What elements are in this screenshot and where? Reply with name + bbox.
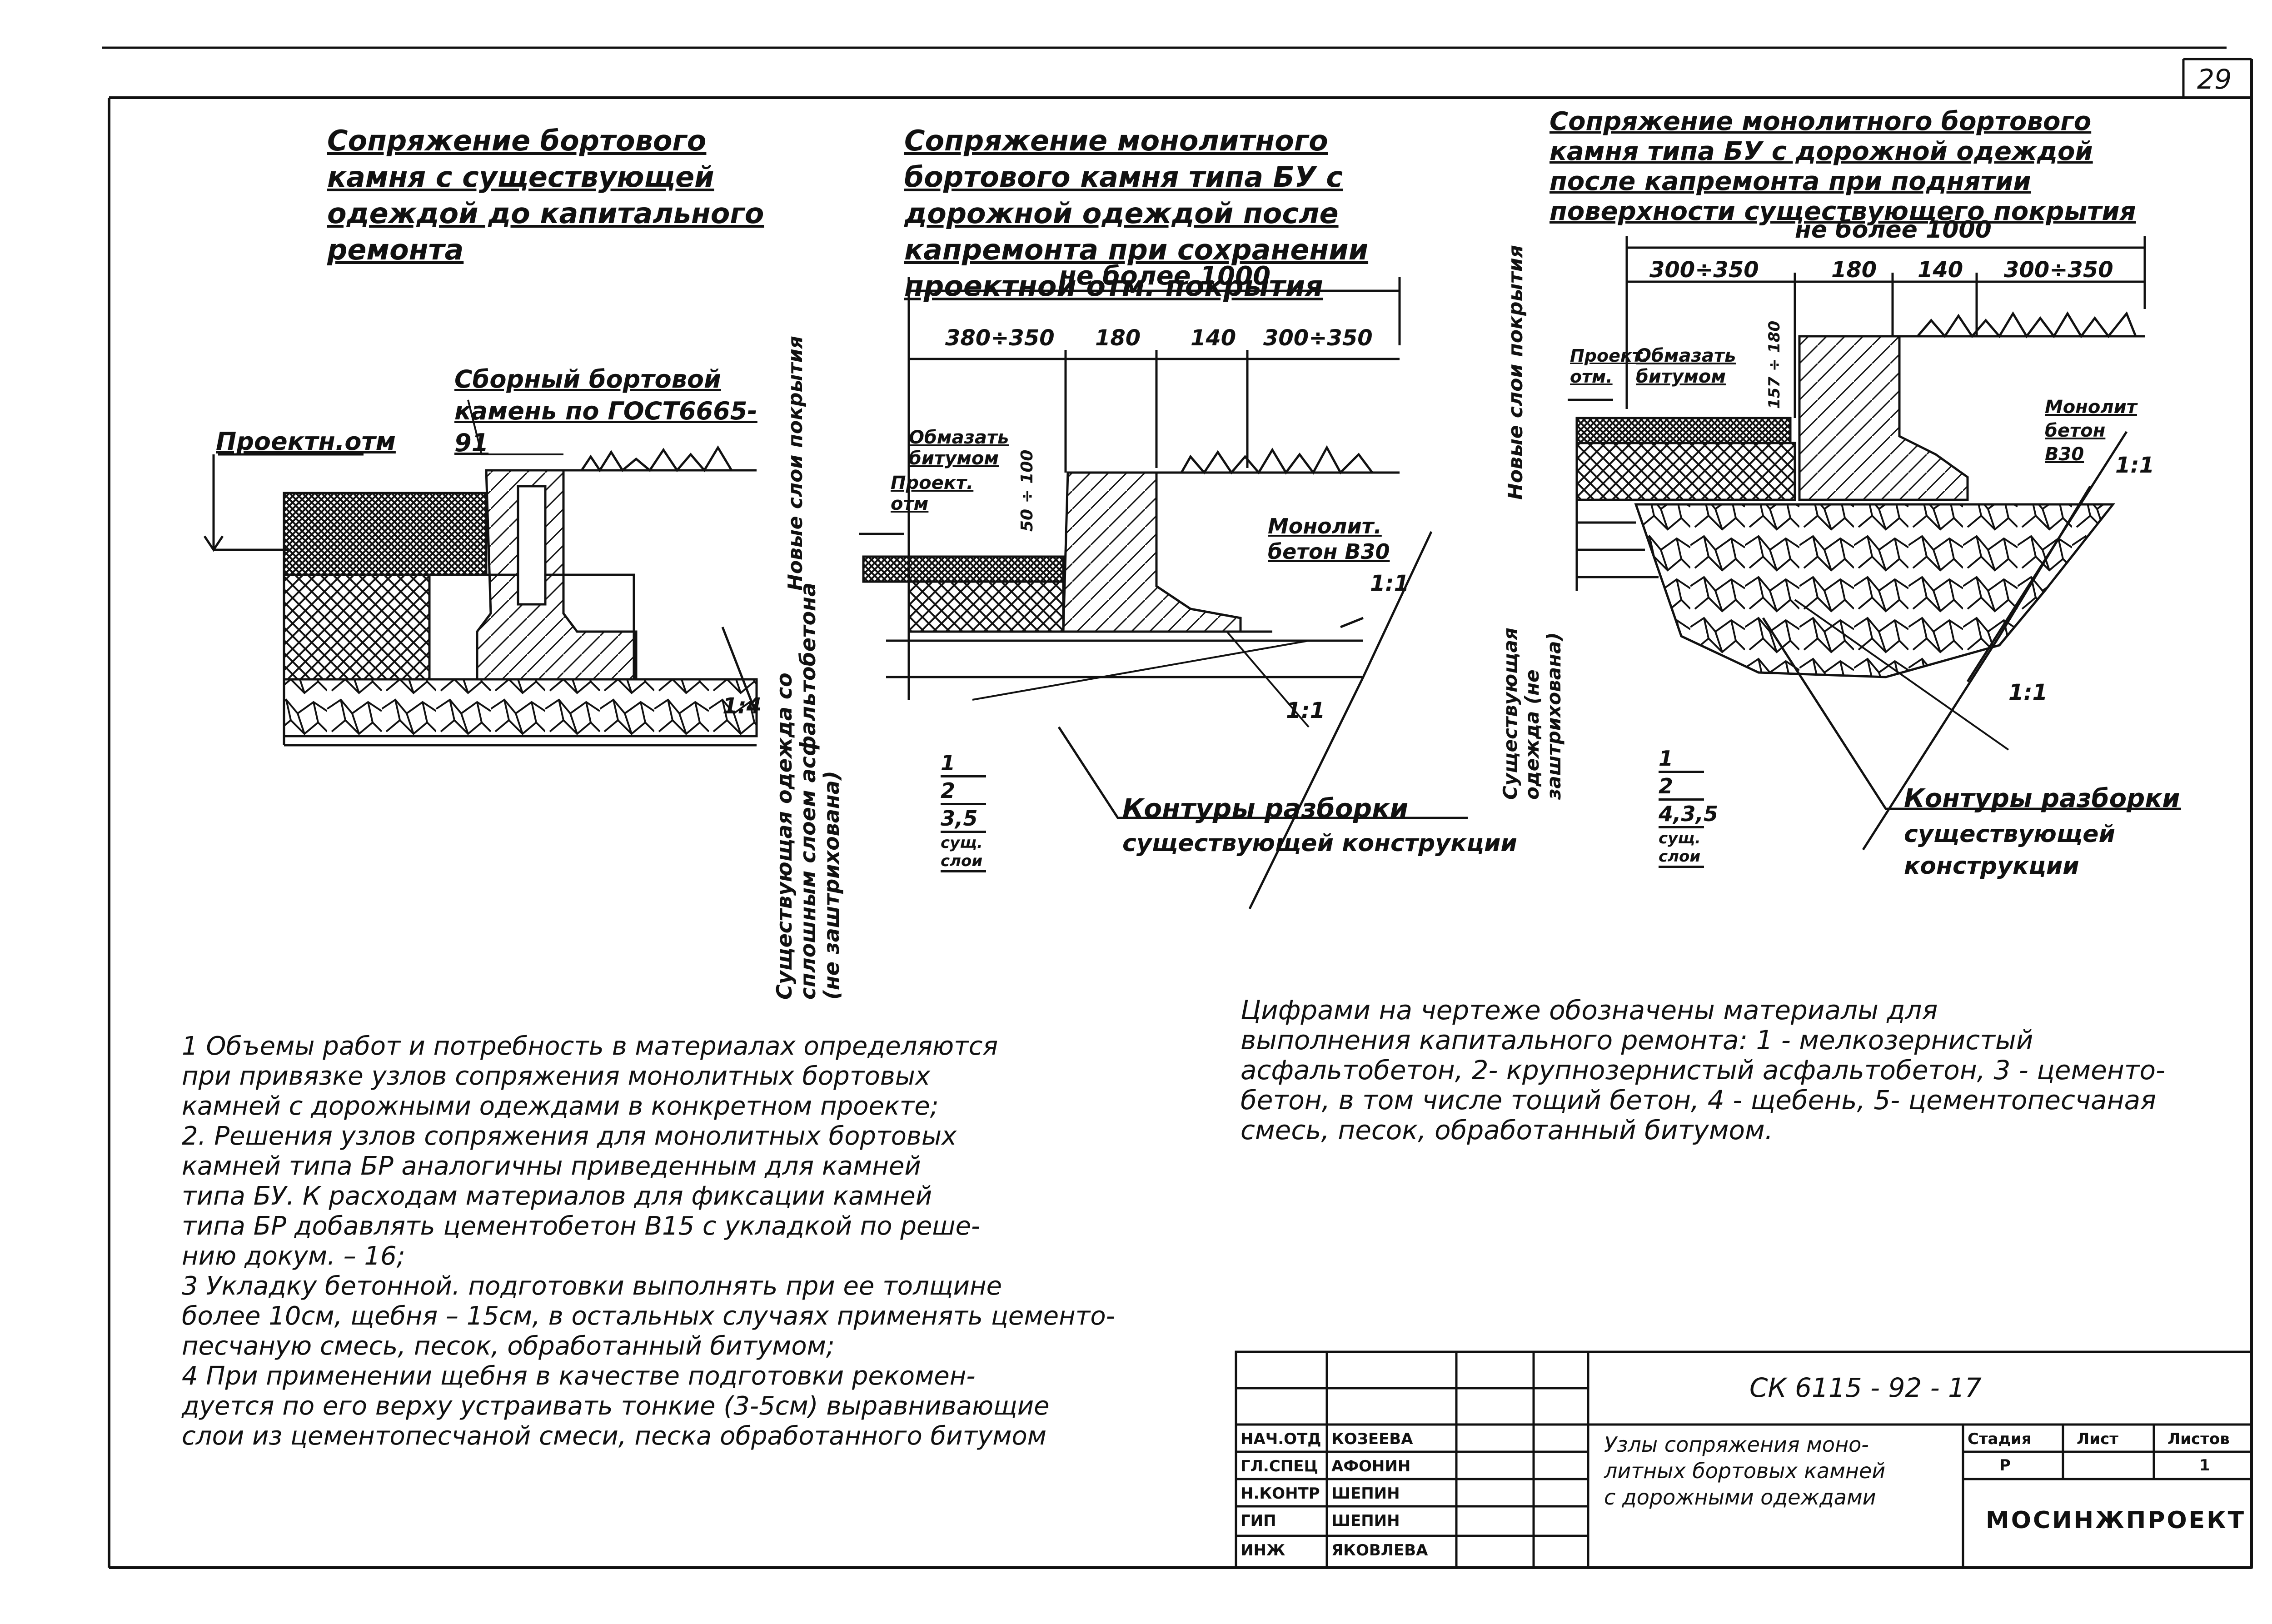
- materials-legend: Цифрами на чертеже обозначены материалы …: [1241, 995, 2165, 1146]
- section3-layer-4: сущ. слои: [1659, 828, 1704, 868]
- section1-title: Сопряжение бортового камня с существующе…: [327, 124, 764, 266]
- section3-layer-2: 2: [1659, 773, 1704, 801]
- section2-vertical-label: Новые слои покрытия: [784, 336, 807, 591]
- signer-role-3: Н.КОНТР: [1241, 1485, 1320, 1503]
- signer-role-1: НАЧ.ОТД: [1241, 1430, 1321, 1448]
- section3-bitumen-label: Обмазать битумом: [1636, 345, 1736, 387]
- section3-vertical-label-bottom: Существующая одежда (не заштрихована): [1499, 628, 1565, 800]
- section2-drawing: [859, 277, 1468, 910]
- section2-title: Сопряжение монолитного бортового камня т…: [904, 124, 1369, 303]
- section1-slope: 1:4: [722, 693, 762, 719]
- section2-dim-1: 380÷350: [945, 325, 1055, 351]
- sheet-number: 29: [2197, 64, 2232, 95]
- section2-contour-line2: существующей конструкции: [1122, 830, 1517, 857]
- doc-code: СК 6115 - 92 - 17: [1749, 1372, 1982, 1403]
- header-sheets: Листов: [2167, 1430, 2230, 1448]
- signer-name-2: АФОНИН: [1331, 1457, 1411, 1475]
- section3-layer-1: 1: [1659, 745, 1704, 773]
- section3-dim-4: 300÷350: [2004, 257, 2113, 283]
- section1-stone-label: Сборный бортовой камень по ГОСТ6665-91: [454, 365, 757, 457]
- section3-dim-2: 180: [1831, 257, 1877, 283]
- section2-dim-2: 180: [1095, 325, 1141, 351]
- section2-proj-level: Проект. отм: [891, 473, 974, 514]
- section2-contour-line1: Контуры разборки: [1122, 793, 1409, 824]
- section2-dim-3: 140: [1191, 325, 1236, 351]
- section2-overall-dim: не более 1000: [1059, 261, 1271, 291]
- section3-slope-1: 1:1: [2115, 453, 2154, 478]
- section2-layer-stack: 1 2 3,5 сущ. слои: [941, 750, 986, 872]
- signer-name-5: ЯКОВЛЕВА: [1331, 1541, 1428, 1559]
- section1-drawing: [203, 399, 758, 747]
- section3-layer-3: 4,3,5: [1659, 801, 1718, 828]
- signer-name-4: ШЕПИН: [1331, 1512, 1400, 1530]
- section3-dim-1: 300÷350: [1649, 257, 1759, 283]
- section2-layer-3: 3,5: [941, 805, 986, 833]
- section1-vertical-label: Существующая одежда со сплошным слоем ас…: [772, 582, 844, 1000]
- section3-dim-3: 140: [1918, 257, 1963, 283]
- signer-role-2: ГЛ.СПЕЦ: [1241, 1457, 1318, 1475]
- title-block-lines: [1235, 1350, 2253, 1569]
- section3-overall-dim: не более 1000: [1795, 216, 1992, 244]
- section3-slope-2: 1:1: [2008, 680, 2048, 705]
- section2-concrete-label: Монолит. бетон В30: [1268, 514, 1390, 564]
- signer-name-1: КОЗЕЕВА: [1331, 1430, 1413, 1448]
- section3-concrete-label: Монолит бетон В30: [2045, 397, 2137, 465]
- sheet-frame: [102, 46, 2253, 1569]
- header-sheet: Лист: [2077, 1430, 2118, 1448]
- section3-drawing: [1568, 236, 2181, 851]
- section3-side-dims: 157 ÷ 180: [1765, 320, 1784, 409]
- section3-layer-stack: 1 2 4,3,5 сущ. слои: [1659, 745, 1718, 868]
- notes: 1 Объемы работ и потребность в материала…: [182, 1031, 1115, 1451]
- section2-layer-1: 1: [941, 750, 986, 777]
- value-sheets: 1: [2199, 1456, 2210, 1475]
- section2-bitumen-label: Обмазать битумом: [909, 427, 1009, 469]
- section2-slope-2: 1:1: [1286, 698, 1325, 723]
- section1-proj-level: Проектн.отм: [216, 427, 396, 456]
- organization: МОСИНЖПРОЕКТ: [1986, 1507, 2246, 1534]
- section3-contour-line2: существующей: [1904, 821, 2115, 848]
- section2-slope-1: 1:1: [1370, 571, 1409, 596]
- header-stage: Стадия: [1968, 1430, 2032, 1448]
- signer-role-5: ИНЖ: [1241, 1541, 1285, 1559]
- section2-layer-2: 2: [941, 777, 986, 805]
- section2-dim-4: 300÷350: [1263, 325, 1373, 351]
- signer-role-4: ГИП: [1241, 1512, 1276, 1530]
- doc-title: Узлы сопряжения моно- литных бортовых ка…: [1604, 1432, 1886, 1509]
- section3-contour-line3: конструкции: [1904, 852, 2079, 880]
- value-stage: Р: [1999, 1456, 2011, 1475]
- section2-side-dims: 50 ÷ 100: [1018, 449, 1036, 532]
- section3-title: Сопряжение монолитного бортового камня т…: [1550, 107, 2136, 226]
- section3-proj-level: Проект. отм.: [1570, 346, 1649, 387]
- section2-layer-4: сущ. слои: [941, 833, 986, 872]
- signer-name-3: ШЕПИН: [1331, 1485, 1400, 1503]
- section3-vertical-label-top: Новые слои покрытия: [1504, 245, 1527, 500]
- section3-contour-line1: Контуры разборки: [1904, 784, 2180, 813]
